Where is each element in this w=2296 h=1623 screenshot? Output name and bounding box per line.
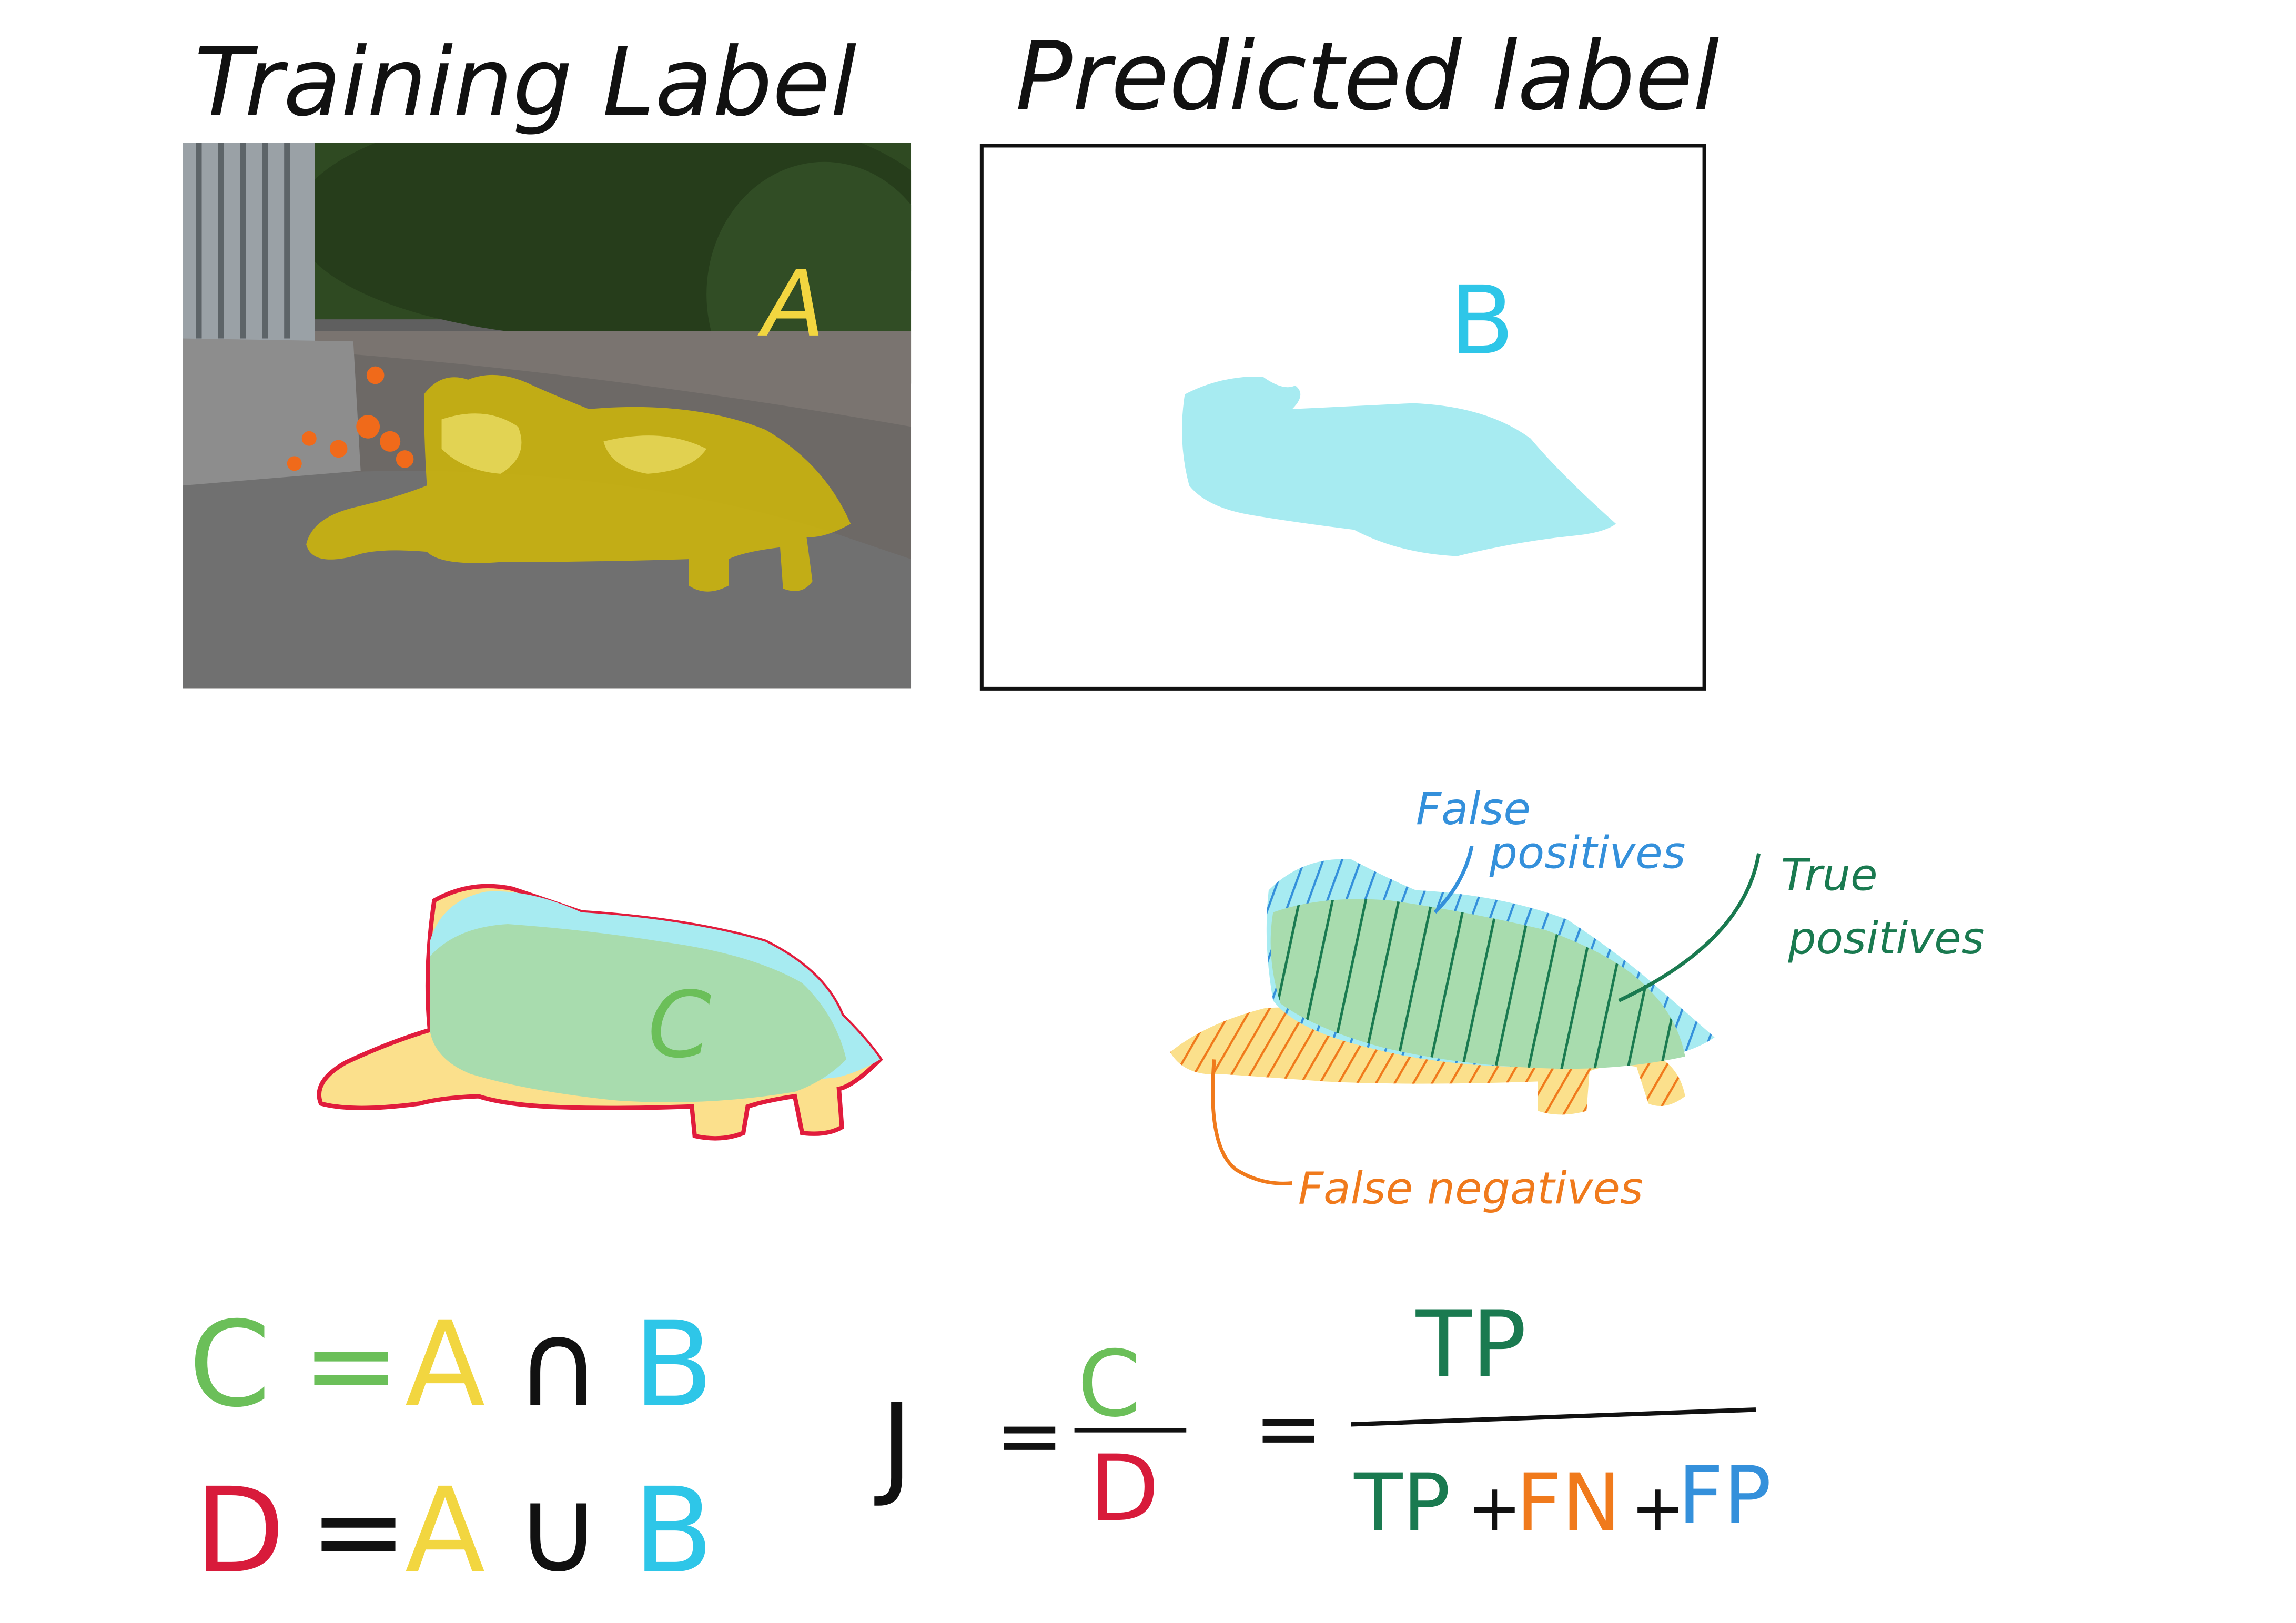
- jaccard-plus1: +: [1468, 1471, 1522, 1546]
- fraction-bar-tp: [1351, 1407, 1756, 1427]
- equation-intersection: C = A ∩ B: [188, 1296, 713, 1433]
- jaccard-equation: J = C D = TP TP + FN + FP: [874, 1291, 1771, 1549]
- false-negatives-label: False negatives: [1298, 1163, 1643, 1214]
- jaccard-plus2: +: [1631, 1471, 1685, 1546]
- tp-leader-line: [1618, 853, 1761, 1002]
- predicted-mask-b: [1182, 377, 1616, 556]
- eq-d-equals: =: [309, 1462, 408, 1599]
- jaccard-tp-numerator: TP: [1415, 1291, 1527, 1397]
- true-positives-line1: True: [1781, 849, 1878, 901]
- region-b-label: B: [1450, 266, 1514, 376]
- jaccard-j: J: [874, 1380, 913, 1510]
- eq-c-lhs: C: [188, 1296, 270, 1433]
- true-positives-line2: positives: [1788, 912, 1985, 964]
- jaccard-fn: FN: [1516, 1457, 1621, 1549]
- eq-d-union-op: ∪: [515, 1462, 601, 1599]
- eq-c-equals: =: [302, 1296, 401, 1433]
- training-label-heading: Training Label: [195, 28, 857, 137]
- eq-d-b: B: [633, 1462, 714, 1599]
- region-c-label: C: [648, 972, 711, 1078]
- fp-leader-line: [1433, 846, 1474, 914]
- training-photo: [183, 143, 912, 689]
- eq-c-intersect-op: ∩: [515, 1296, 601, 1433]
- eq-c-a: A: [405, 1296, 486, 1433]
- false-positives-line2: positives: [1489, 827, 1686, 879]
- region-a-label: A: [757, 251, 825, 357]
- eq-d-a: A: [405, 1462, 486, 1599]
- intersection-c: [430, 924, 846, 1102]
- jaccard-den-d: D: [1089, 1435, 1160, 1541]
- predicted-label-heading: Predicted label: [1016, 22, 1720, 131]
- jaccard-eq2: =: [1254, 1381, 1323, 1476]
- eq-d-lhs: D: [195, 1462, 285, 1599]
- fn-leader-line: [1211, 1059, 1293, 1185]
- eq-c-b: B: [633, 1296, 714, 1433]
- union-intersection-figure: [317, 884, 883, 1141]
- jaccard-fp: FP: [1678, 1449, 1772, 1542]
- confusion-figure: [1170, 846, 1761, 1185]
- false-positives-line1: False: [1416, 783, 1531, 835]
- jaccard-tp: TP: [1353, 1457, 1450, 1549]
- jaccard-eq1: =: [995, 1388, 1064, 1484]
- jaccard-num-c: C: [1077, 1331, 1141, 1437]
- equation-union: D = A ∪ B: [195, 1462, 714, 1599]
